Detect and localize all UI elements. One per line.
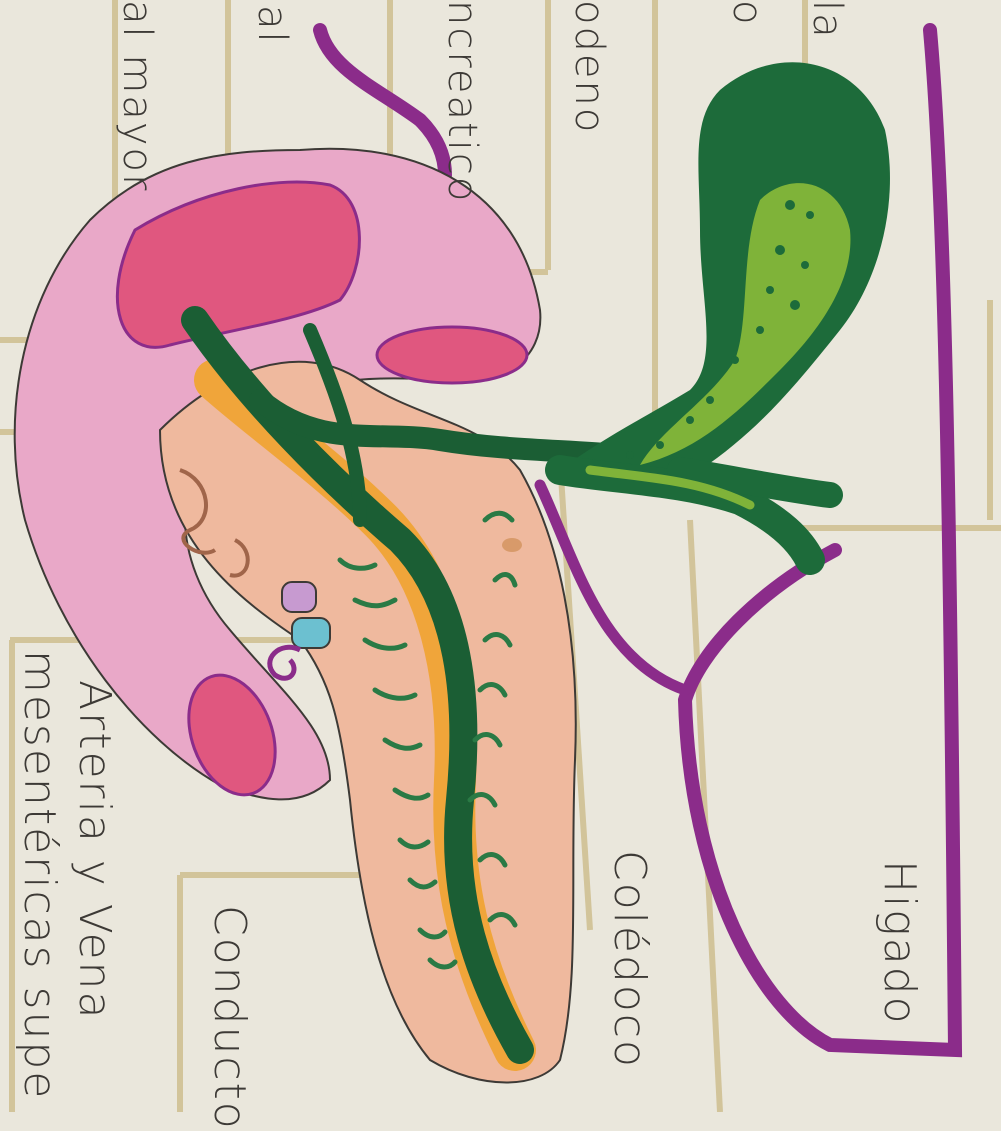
label-top-4: ncreatico [439,0,485,203]
label-top-1: la [804,0,850,40]
pancreas-spot [502,538,522,552]
vessel-curl [270,647,300,678]
label-conducto: Conducto [204,905,255,1131]
label-coledoco: Colédoco [604,850,655,1069]
artery-stub [282,582,316,612]
vein-stub [292,618,330,648]
label-top-2: o [724,0,770,26]
label-arteria-line1: Arteria y Vena [69,680,120,1020]
label-higado: Higado [874,860,925,1026]
label-top-5: al [249,5,295,45]
duodenum-cut-middle [377,327,527,383]
label-top-3: odeno [566,0,612,134]
label-top-6: al mayor [114,0,160,192]
label-arteria-line2: mesentéricas supe [14,650,65,1100]
